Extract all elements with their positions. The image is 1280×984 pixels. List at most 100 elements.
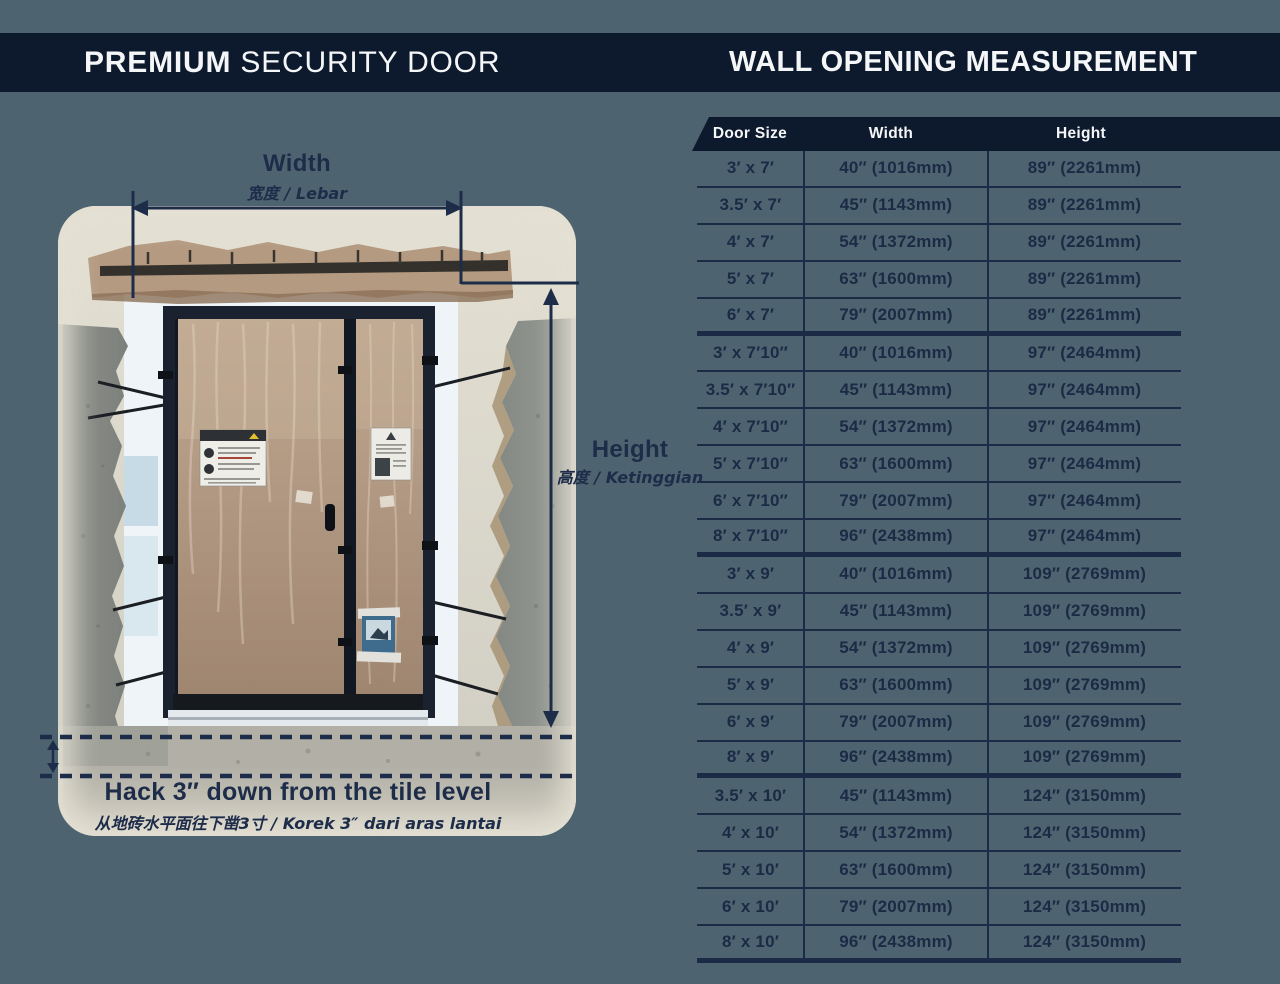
cell-size: 6′ x 7′ — [726, 304, 775, 324]
column-header-width: Width — [868, 125, 914, 142]
cell-height: 124″ (3150mm) — [1022, 822, 1147, 842]
width-sublabel: 宽度 / Lebar — [246, 184, 348, 203]
cell-height: 89″ (2261mm) — [1027, 232, 1142, 252]
cell-width: 54″ (1372mm) — [839, 232, 953, 252]
cell-width: 63″ (1600mm) — [839, 859, 953, 879]
cell-size: 6′ x 10′ — [721, 896, 780, 916]
table-row: 4′ x 7′10″54″ (1372mm)97″ (2464mm) — [697, 409, 1181, 447]
meeting-stile — [344, 319, 356, 705]
table-row: 4′ x 9′ 54″ (1372mm) 109″ (2769mm) — [697, 631, 1181, 668]
table-row: 6′ x 7′ 79″ (2007mm) 89″ (2261mm) — [697, 299, 1181, 336]
hacked-wall-right — [496, 318, 576, 791]
title-security-door: SECURITY DOOR — [231, 46, 501, 79]
cell-height: 124″ (3150mm) — [1022, 931, 1147, 951]
cell-width: 63″ (1600mm) — [839, 269, 953, 289]
hacked-wall-right-brown — [490, 346, 516, 746]
cell-size: 3.5′ x 7′10″ — [705, 379, 796, 399]
column-divider-1 — [802, 151, 805, 963]
warning-sticker — [199, 429, 267, 487]
hacked-lintel — [88, 240, 513, 304]
cell-size: 4′ x 10′ — [721, 822, 780, 842]
cell-size: 4′ x 7′ — [726, 232, 775, 252]
column-header-door-size: Door Size — [712, 125, 788, 142]
hinge-tabs — [158, 356, 438, 646]
cell-width: 45″ (1143mm) — [839, 785, 953, 805]
width-label: Width — [263, 150, 331, 177]
table-row: 3.5′ x 7′10″45″ (1143mm)97″ (2464mm) — [697, 372, 1181, 410]
cell-height: 89″ (2261mm) — [1027, 195, 1142, 215]
cell-height: 109″ (2769mm) — [1022, 638, 1147, 658]
cell-height: 109″ (2769mm) — [1022, 601, 1147, 621]
blue-sticker — [356, 607, 402, 663]
table-row: 5′ x 7′10″63″ (1600mm)97″ (2464mm) — [697, 446, 1181, 484]
table-row: 8′ x 7′10″96″ (2438mm)97″ (2464mm) — [697, 520, 1181, 557]
table-row: 6′ x 9′79″ (2007mm)109″ (2769mm) — [697, 705, 1181, 742]
column-divider-2 — [986, 151, 989, 963]
table-rows: 3′ x 7′ 40″ (1016mm) 89″ (2261mm) 3.5′ x 7′… — [697, 151, 1181, 963]
cell-height: 97″ (2464mm) — [1027, 526, 1142, 546]
door-photo — [58, 206, 576, 836]
tape-scraps — [295, 489, 395, 508]
cell-height: 97″ (2464mm) — [1027, 453, 1142, 473]
door-photo-art — [58, 206, 576, 836]
door-leaf-main — [175, 319, 344, 705]
sky-glimpse-2 — [124, 536, 158, 636]
column-header-height: Height — [1055, 125, 1107, 142]
table-row: 5′ x 9′63″ (1600mm)109″ (2769mm) — [697, 668, 1181, 705]
cell-width: 40″ (1016mm) — [839, 564, 953, 584]
table-row: 5′ x 10′63″ (1600mm)124″ (3150mm) — [697, 852, 1181, 890]
cell-width: 54″ (1372mm) — [839, 416, 953, 436]
page-title-right: WALL OPENING MEASUREMENT — [729, 46, 1198, 78]
title-bar: PREMIUM SECURITY DOOR WALL OPENING MEASU… — [0, 33, 1280, 92]
cell-width: 63″ (1600mm) — [839, 453, 953, 473]
table-row: 4′ x 10′ 54″ (1372mm) 124″ (3150mm) — [697, 815, 1181, 853]
cell-size: 5′ x 7′ — [726, 269, 775, 289]
cell-width: 40″ (1016mm) — [839, 342, 953, 362]
cell-size: 5′ x 9′ — [726, 675, 775, 695]
cell-width: 54″ (1372mm) — [839, 822, 953, 842]
cell-width: 96″ (2438mm) — [839, 747, 953, 767]
title-premium: PREMIUM — [84, 46, 232, 79]
cell-size: 3′ x 9′ — [726, 564, 775, 584]
table-row: 3′ x 7′10″40″ (1016mm)97″ (2464mm) — [697, 336, 1181, 373]
hack-subnote: 从地砖水平面往下凿3寸 / Korek 3″ dari aras lantai — [94, 814, 502, 833]
cell-width: 54″ (1372mm) — [839, 638, 953, 658]
cell-size: 6′ x 7′10″ — [712, 490, 788, 510]
cell-width: 45″ (1143mm) — [839, 195, 953, 215]
table-row: 3′ x 9′40″ (1016mm)109″ (2769mm) — [697, 557, 1181, 594]
cell-size: 3.5′ x 10′ — [714, 785, 787, 805]
cell-width: 45″ (1143mm) — [839, 379, 953, 399]
cell-size: 8′ x 9′ — [726, 747, 775, 767]
sky-glimpse — [124, 456, 158, 526]
cell-width: 79″ (2007mm) — [839, 490, 953, 510]
table-row: 6′ x 7′10″ 79″ (2007mm) 97″ (2464mm) — [697, 483, 1181, 521]
door-handle — [325, 504, 335, 531]
cell-width: 96″ (2438mm) — [839, 526, 953, 546]
cell-height: 124″ (3150mm) — [1022, 859, 1147, 879]
cell-height: 89″ (2261mm) — [1027, 158, 1142, 178]
cell-height: 109″ (2769mm) — [1022, 675, 1147, 695]
table-row: 6′ x 10′79″ (2007mm)124″ (3150mm) — [697, 889, 1181, 927]
cell-height: 124″ (3150mm) — [1022, 896, 1147, 916]
height-label: Height — [591, 436, 669, 463]
side-panel-sticker — [370, 427, 412, 481]
table-row: 3.5′ x 9′45″ (1143mm)109″ (2769mm) — [697, 594, 1181, 631]
hack-note: Hack 3″ down from the tile level — [104, 778, 492, 806]
cell-width: 79″ (2007mm) — [839, 304, 953, 324]
cell-height: 109″ (2769mm) — [1022, 712, 1147, 732]
cell-height: 89″ (2261mm) — [1027, 304, 1142, 324]
cell-width: 79″ (2007mm) — [839, 712, 953, 732]
cell-size: 4′ x 9′ — [726, 638, 775, 658]
cell-height: 97″ (2464mm) — [1027, 416, 1142, 436]
height-sublabel: 高度 / Ketinggian — [556, 468, 704, 487]
cell-width: 45″ (1143mm) — [839, 601, 953, 621]
cell-size: 3.5′ x 7′ — [719, 195, 782, 215]
cell-size: 3′ x 7′ — [726, 158, 775, 178]
table-row: 5′ x 7′63″ (1600mm)89″ (2261mm) — [697, 262, 1181, 299]
cell-width: 40″ (1016mm) — [839, 158, 953, 178]
table-row: 3′ x 7′ 40″ (1016mm) 89″ (2261mm) — [697, 151, 1181, 188]
hacked-wall-left — [58, 324, 128, 781]
cell-height: 97″ (2464mm) — [1027, 490, 1142, 510]
table-row: 3.5′ x 10′45″ (1143mm)124″ (3150mm) — [697, 778, 1181, 816]
